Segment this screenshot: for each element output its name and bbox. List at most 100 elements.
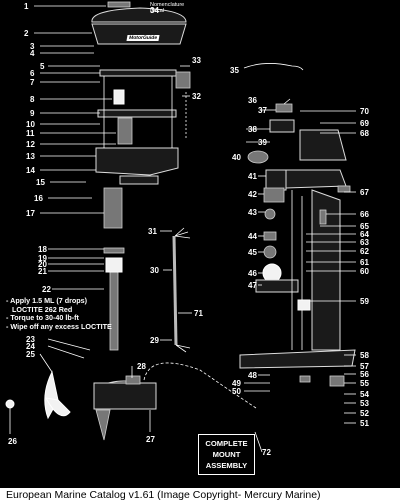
note-line-1: - Apply 1.5 ML (7 drops) xyxy=(6,296,88,305)
callout-24: 24 xyxy=(26,342,35,351)
callout-56: 56 xyxy=(360,370,369,379)
clamp-block xyxy=(263,187,285,203)
callout-63: 63 xyxy=(360,238,369,247)
head-cover-top xyxy=(91,7,187,23)
callout-50: 50 xyxy=(232,387,241,396)
note-line-4: - Wipe off any excess LOCTITE xyxy=(6,321,112,331)
callout-38: 38 xyxy=(248,125,257,134)
bolt xyxy=(319,209,327,225)
head-collar xyxy=(119,175,159,185)
prop-nut xyxy=(5,399,15,409)
callout-1: 1 xyxy=(24,2,29,11)
callout-19: 19 xyxy=(38,254,47,263)
callout-41: 41 xyxy=(248,172,257,181)
callout-42: 42 xyxy=(248,190,257,199)
callout-3: 3 xyxy=(30,42,35,51)
callout-70: 70 xyxy=(360,107,369,116)
wiring-harness xyxy=(172,227,191,353)
callout-28: 28 xyxy=(137,362,146,371)
callout-5: 5 xyxy=(40,62,45,71)
parts-illustration: 1 2 3 4 5 6 7 8 9 10 11 12 13 14 15 16 1… xyxy=(5,1,369,457)
callout-40: 40 xyxy=(232,153,241,162)
mid-plate xyxy=(97,109,177,118)
shaft-collar xyxy=(105,257,123,273)
callout-55: 55 xyxy=(360,379,369,388)
callout-8: 8 xyxy=(30,95,35,104)
callout-27: 27 xyxy=(146,435,155,444)
callout-61: 61 xyxy=(360,258,369,267)
callout-6: 6 xyxy=(30,69,35,78)
nut xyxy=(299,375,311,383)
callout-33: 33 xyxy=(192,56,201,65)
callout-66: 66 xyxy=(360,210,369,219)
gear xyxy=(262,263,282,283)
callout-62: 62 xyxy=(360,247,369,256)
callout-18: 18 xyxy=(38,245,47,254)
spring-pin xyxy=(297,299,311,311)
callout-44: 44 xyxy=(248,232,257,241)
callout-9: 9 xyxy=(30,109,35,118)
callout-22: 22 xyxy=(42,285,51,294)
callout-4: 4 xyxy=(30,49,35,58)
lever xyxy=(269,119,295,133)
kit-line-2: MOUNT xyxy=(212,450,241,459)
shaft-stub xyxy=(103,187,123,229)
callout-29: 29 xyxy=(150,336,159,345)
motor-head-assembly xyxy=(91,1,191,229)
base-plate xyxy=(239,349,356,369)
callout-68: 68 xyxy=(360,129,369,138)
image-caption: European Marine Catalog v1.61 (Image Cop… xyxy=(0,488,400,503)
roller xyxy=(263,245,277,259)
spring-clip xyxy=(243,63,304,71)
head-base xyxy=(95,147,179,176)
callout-34: 34 xyxy=(150,6,159,15)
complete-mount-assembly-box: COMPLETE MOUNT ASSEMBLY xyxy=(198,434,255,475)
callout-10: 10 xyxy=(26,120,35,129)
loctite-instructions: - Apply 1.5 ML (7 drops) LOCTITE 262 Red… xyxy=(6,296,126,331)
callout-51: 51 xyxy=(360,419,369,428)
mount-assembly-parts xyxy=(239,103,356,387)
callout-25: 25 xyxy=(26,350,35,359)
nomenclature-decal-label: Nomenclature Decal xyxy=(150,2,184,14)
latch xyxy=(337,185,351,193)
pin xyxy=(275,103,293,113)
callout-52: 52 xyxy=(360,409,369,418)
head-plate xyxy=(99,69,177,77)
callout-72: 72 xyxy=(262,448,271,457)
propeller-blade-upper xyxy=(44,370,59,420)
kit-line-1: COMPLETE xyxy=(205,439,248,448)
callout-47: 47 xyxy=(248,281,257,290)
kit-line-3: ASSEMBLY xyxy=(205,461,248,470)
decal-line-1: Nomenclature xyxy=(150,2,185,8)
brand-logo: MotorGuide xyxy=(126,35,160,41)
callout-53: 53 xyxy=(360,399,369,408)
callout-numbers: 1 2 3 4 5 6 7 8 9 10 11 12 13 14 15 16 1… xyxy=(8,2,369,457)
leader-lines xyxy=(9,5,356,453)
decal-line-2: Decal xyxy=(150,8,165,14)
callout-39: 39 xyxy=(258,138,267,147)
note-line-2: LOCTITE 262 Red xyxy=(12,304,73,314)
knob xyxy=(247,150,269,164)
callout-26: 26 xyxy=(8,437,17,446)
callout-58: 58 xyxy=(360,351,369,360)
callout-57: 57 xyxy=(360,362,369,371)
callout-32: 32 xyxy=(192,92,201,101)
control-board xyxy=(117,117,133,145)
callout-16: 16 xyxy=(34,194,43,203)
callout-43: 43 xyxy=(248,208,257,217)
callout-17: 17 xyxy=(26,209,35,218)
callout-60: 60 xyxy=(360,267,369,276)
propeller-blade-lower xyxy=(45,397,71,417)
callout-59: 59 xyxy=(360,297,369,306)
callout-11: 11 xyxy=(26,129,35,138)
collar-clamp xyxy=(265,169,287,191)
callout-37: 37 xyxy=(258,106,267,115)
bracket-arm xyxy=(285,169,347,189)
washer xyxy=(103,247,125,254)
callout-67: 67 xyxy=(360,188,369,197)
note-line-3: - Torque to 30-40 lb-ft xyxy=(6,313,79,323)
callout-45: 45 xyxy=(248,248,257,257)
side-plate xyxy=(311,189,341,351)
callout-30: 30 xyxy=(150,266,159,275)
